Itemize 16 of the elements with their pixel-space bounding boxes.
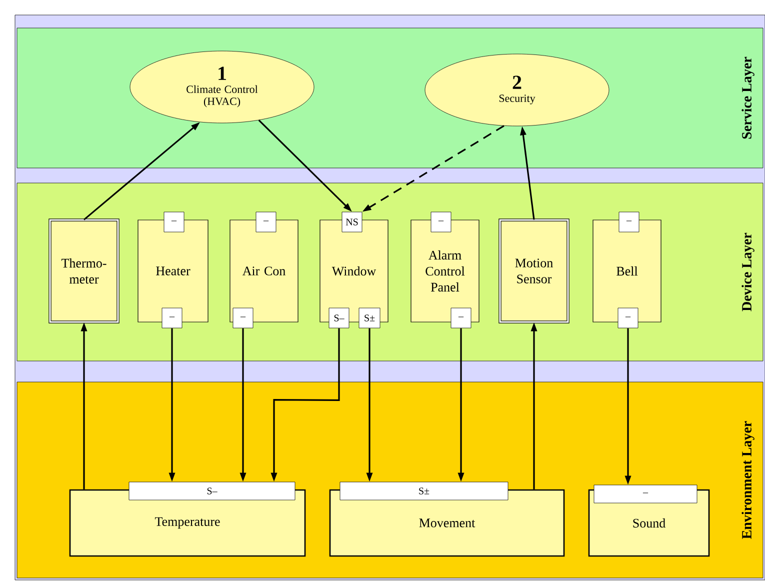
- port-box: NS: [342, 212, 362, 232]
- port-box: –: [232, 308, 254, 328]
- port-box: –: [618, 308, 638, 328]
- port-box: –: [430, 212, 452, 232]
- port-box: –: [162, 308, 182, 328]
- port-bar: S±: [340, 482, 508, 500]
- port-box: –: [618, 212, 640, 232]
- port-box: –: [164, 212, 184, 232]
- port-box: –: [256, 212, 276, 232]
- port-bar: S–: [128, 482, 296, 500]
- device-box: Thermo- meter: [48, 218, 120, 324]
- port-box: S±: [358, 308, 380, 328]
- device-box: Motion Sensor: [498, 218, 570, 324]
- port-box: S–: [328, 308, 350, 328]
- port-bar: –: [594, 484, 698, 504]
- port-box: –: [450, 308, 472, 328]
